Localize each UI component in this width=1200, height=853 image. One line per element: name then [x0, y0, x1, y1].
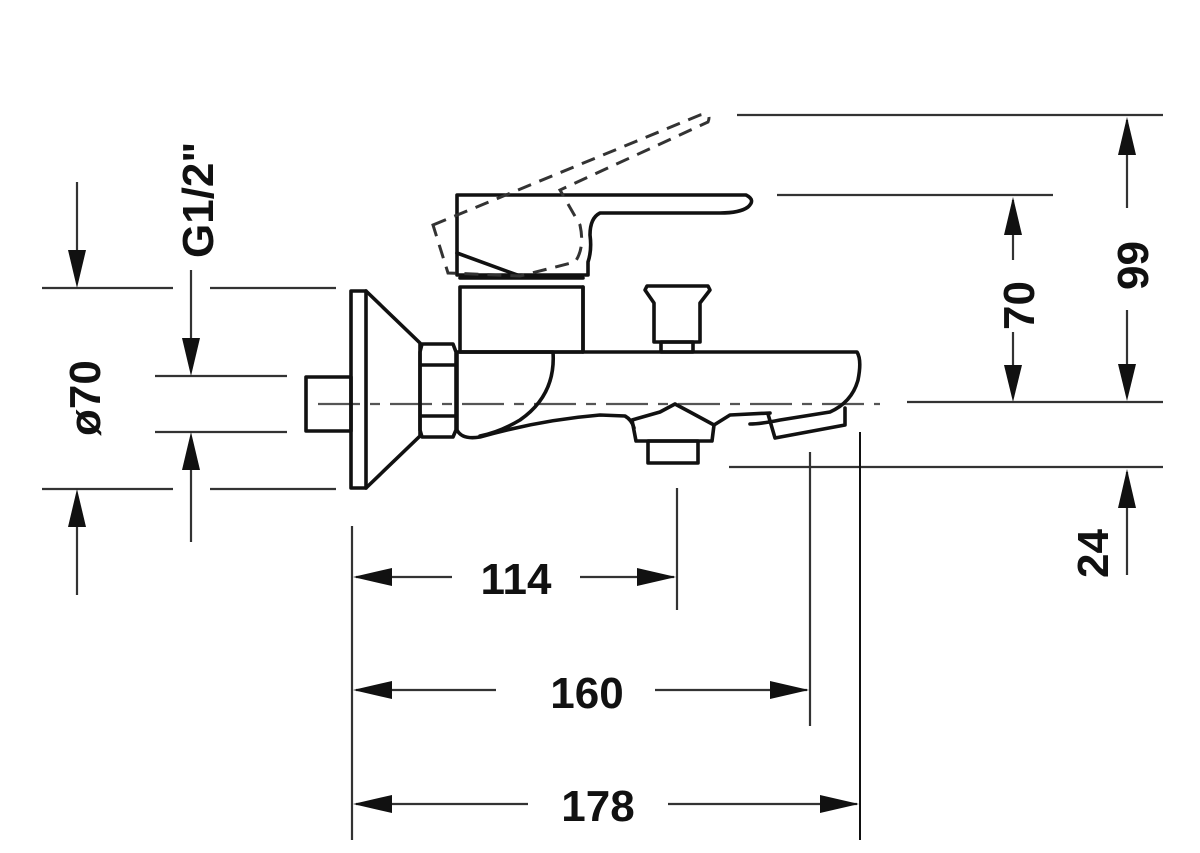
lever-height-label: 70 — [995, 281, 1044, 330]
arrow-down-icon — [182, 338, 200, 376]
arrow-right-icon — [770, 681, 809, 699]
wall-to-outlet-dimension: 160 — [353, 669, 809, 718]
diverter-knob — [643, 284, 712, 344]
thread-label: G1/2" — [174, 142, 223, 258]
spout-outlet — [766, 406, 847, 440]
wall-to-diverter-dimension: 114 — [353, 555, 676, 604]
rosette-diameter-dimension: ø70 — [42, 182, 336, 595]
overall-projection-dimension: 178 — [353, 782, 859, 831]
arrow-up-icon — [1004, 197, 1022, 235]
arrow-up-icon — [1118, 469, 1136, 508]
arrow-right-icon — [820, 795, 859, 813]
spout-drop-label: 24 — [1069, 529, 1118, 578]
lever-open-position — [431, 112, 711, 278]
spout-body — [455, 350, 862, 440]
arrow-left-icon — [353, 568, 392, 586]
horizontal-dimensions: 114 160 178 — [350, 432, 861, 840]
lever-open-height-label: 99 — [1109, 241, 1158, 290]
arrow-up-icon — [68, 489, 86, 527]
arrow-up-icon — [182, 432, 200, 470]
thread-dimension: G1/2" — [155, 142, 287, 542]
rosette-diameter-label: ø70 — [61, 360, 110, 436]
arrow-right-icon — [637, 568, 676, 586]
mixer-body — [304, 112, 862, 490]
aerator-housing — [630, 402, 716, 443]
overall-projection-label: 178 — [561, 782, 634, 831]
hex-nut — [418, 342, 458, 439]
arrow-down-icon — [1004, 365, 1022, 402]
arrow-down-icon — [1118, 364, 1136, 401]
rosette-cone — [364, 289, 422, 490]
aerator-nozzle — [646, 439, 700, 465]
wall-to-outlet-label: 160 — [550, 669, 623, 718]
arrow-down-icon — [68, 250, 86, 288]
rosette-plate — [349, 289, 368, 490]
cartridge-housing — [458, 285, 585, 354]
wall-to-diverter-label: 114 — [481, 555, 553, 604]
arrow-left-icon — [353, 795, 392, 813]
arrow-up-icon — [1118, 117, 1136, 155]
lever-handle — [455, 193, 754, 277]
lever-height-dimension: 70 — [777, 193, 1053, 402]
lever-open-height-dimension: 99 — [737, 113, 1163, 404]
spout-drop-dimension: 24 — [729, 465, 1163, 578]
arrow-left-icon — [353, 681, 392, 699]
